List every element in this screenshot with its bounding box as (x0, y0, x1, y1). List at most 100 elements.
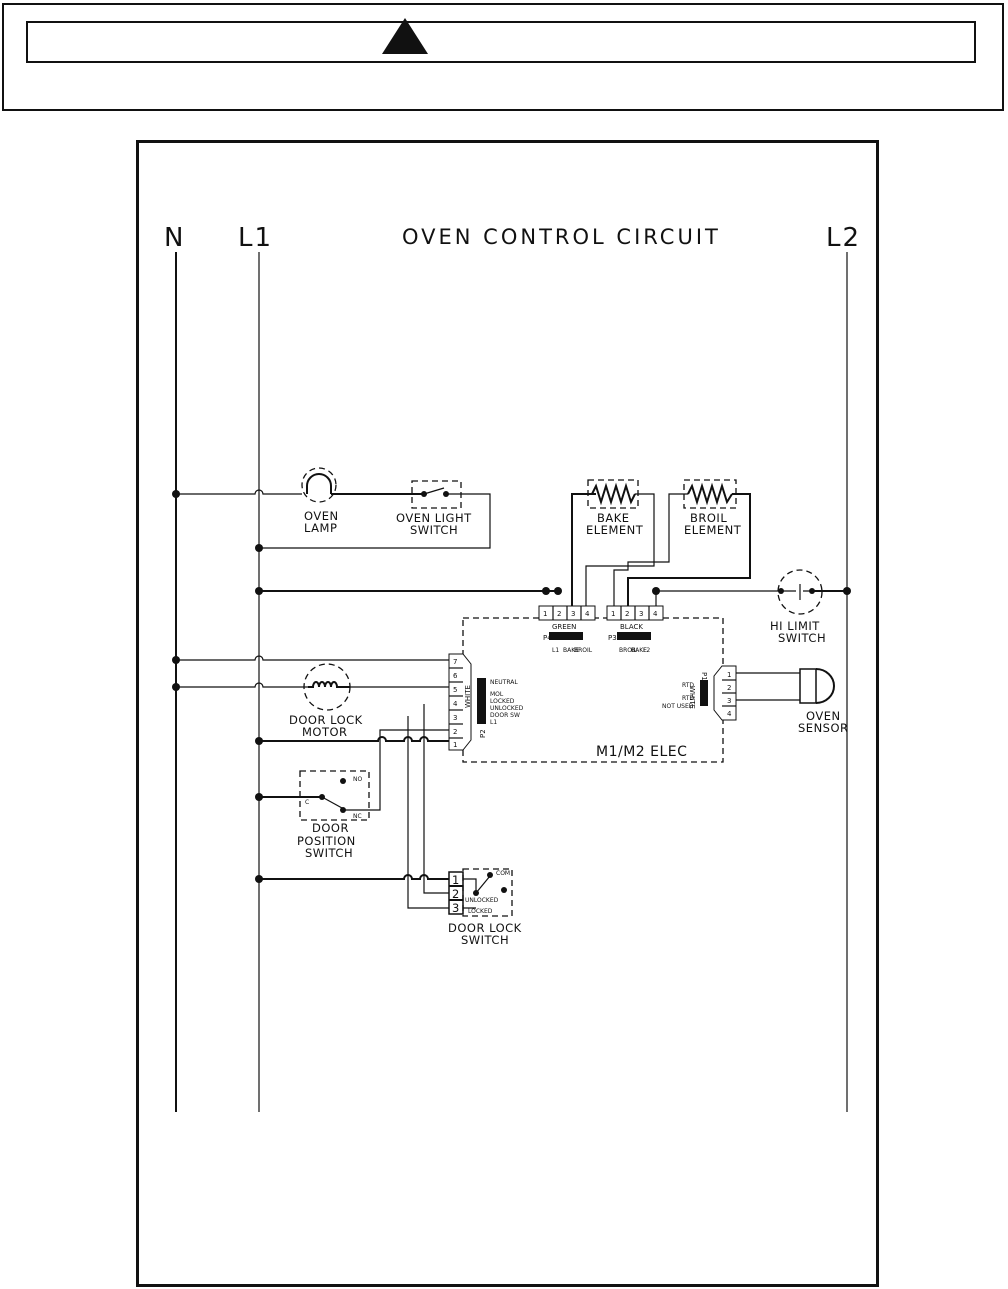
bake-element-label-2: ELEMENT (586, 523, 644, 537)
door-lock-pin-1: 1 (452, 873, 460, 887)
door-lock-com: COM (496, 870, 510, 877)
warning-banner (2, 3, 1004, 111)
p3-color: BLACK (620, 623, 643, 631)
door-position-label-2: POSITION (297, 834, 356, 848)
p2-func-l1: L1 (490, 719, 497, 726)
oven-lamp-icon (306, 473, 332, 494)
door-position-c: C (305, 799, 309, 806)
p3-pin-1: 1 (611, 610, 615, 618)
broil-element-label-1: BROIL (690, 511, 727, 525)
p2-pin-1: 1 (453, 741, 457, 749)
p1-id: P1 (700, 672, 708, 681)
p1-func-rtd-1: RTD (682, 682, 694, 689)
p4-func-2: BAKE (563, 647, 579, 654)
p3-func-1: BROIL (619, 647, 638, 654)
diagram-frame (136, 140, 879, 1287)
connector-p2: 7 6 5 4 3 2 1 WHITE P2 NEUTRAL MOL LOCKE… (448, 653, 524, 751)
p1-color: WHITE (688, 686, 696, 709)
p4-pin-3: 3 (571, 610, 575, 618)
oven-lamp-outline (301, 467, 337, 503)
oven-light-switch-label-2: SWITCH (410, 523, 458, 537)
oven-sensor-label-1: OVEN (806, 709, 841, 723)
warning-bar (26, 21, 976, 63)
p4-func-3: BROIL (574, 647, 593, 654)
oven-sensor-icon (799, 668, 817, 704)
p2-pin-5: 5 (453, 686, 457, 694)
p1-pin-1: 1 (727, 671, 731, 679)
connector-p4: 1 2 3 4 GREEN P4 L1 BAKE BROIL (538, 605, 596, 654)
p4-id: P4 (543, 634, 552, 642)
door-position-switch-outline (299, 770, 370, 821)
door-position-label-3: SWITCH (305, 846, 353, 860)
p1-pin-3: 3 (727, 697, 731, 705)
p1-func-rtd-2: RTD (682, 695, 694, 702)
door-position-switch (255, 729, 449, 821)
oven-light-switch-label-1: OVEN LIGHT (396, 511, 472, 525)
p4-pin-2: 2 (557, 610, 561, 618)
p2-pin-2: 2 (453, 728, 457, 736)
door-lock-motor-label-2: MOTOR (302, 725, 348, 739)
door-lock-switch-label-2: SWITCH (461, 933, 509, 947)
oven-sensor (736, 668, 835, 704)
hi-limit-switch-label-1: HI LIMIT (770, 619, 820, 633)
door-lock-switch-outline (462, 868, 513, 917)
hi-limit-switch-label-2: SWITCH (778, 631, 826, 645)
bus-label-l2: L2 (826, 223, 861, 253)
p2-pin-4: 4 (453, 700, 458, 708)
diagram-title: OVEN CONTROL CIRCUIT (402, 225, 721, 249)
door-position-no: NO (353, 776, 362, 783)
control-board-outline (462, 617, 724, 763)
p3-func-2: BAKE (631, 647, 647, 654)
p3-pin-2: 2 (625, 610, 629, 618)
p3-pin-3: 3 (639, 610, 643, 618)
hi-limit-switch-outline (777, 569, 823, 615)
p2-pin-7: 7 (453, 658, 457, 666)
door-lock-pin-2: 2 (452, 887, 460, 901)
p1-func-not-used: NOT USED (662, 703, 694, 710)
bus-label-n: N (164, 223, 185, 253)
p1-pin-4: 4 (727, 710, 732, 718)
door-lock-switch: 1 2 3 (255, 704, 513, 917)
door-lock-switch-label-1: DOOR LOCK (448, 921, 522, 935)
p2-func-neutral: NEUTRAL (490, 679, 518, 686)
door-lock-motor-circuit (172, 655, 449, 711)
broil-element-icon (687, 482, 733, 506)
control-board-label: M1/M2 ELEC (596, 744, 687, 760)
p2-color: WHITE (464, 685, 472, 708)
door-position-nc: NC (353, 813, 362, 820)
l1-p2-wire (259, 736, 449, 742)
oven-sensor-label-2: SENSOR (798, 721, 849, 735)
p4-func-1: L1 (552, 647, 559, 654)
p4-color: GREEN (552, 623, 576, 631)
oven-lamp-circuit (172, 467, 491, 552)
door-position-label-1: DOOR (312, 821, 349, 835)
door-lock-pin-3: 3 (452, 901, 460, 915)
p2-func-locked: LOCKED (490, 698, 515, 705)
broil-element-label-2: ELEMENT (684, 523, 742, 537)
door-lock-locked: LOCKED (468, 908, 493, 915)
element-wiring (255, 479, 851, 615)
door-lock-unlocked: UNLOCKED (465, 897, 499, 904)
oven-lamp-label-1: OVEN (304, 509, 339, 523)
p3-pin-4: 4 (653, 610, 658, 618)
p2-pin-3: 3 (453, 714, 457, 722)
door-lock-motor-label-1: DOOR LOCK (289, 713, 363, 727)
warning-triangle-icon (382, 18, 428, 54)
connector-p1: 1 2 3 4 WHITE P1 RTD RTD NOT USED (662, 665, 737, 721)
bake-element-label-1: BAKE (597, 511, 630, 525)
p3-func-3: L2 (643, 647, 650, 654)
p2-func-door-sw: DOOR SW (490, 712, 520, 719)
connector-p3: 1 2 3 4 BLACK P3 BROIL BAKE L2 (606, 605, 664, 654)
p1-pin-2: 2 (727, 684, 731, 692)
bus-label-l1: L1 (238, 223, 273, 253)
hi-limit-switch-icon (781, 584, 812, 600)
p2-func-unlocked: UNLOCKED (490, 705, 524, 712)
p2-func-mol: MOL (490, 691, 504, 698)
p2-id: P2 (479, 729, 487, 738)
oven-lamp-label-2: LAMP (304, 521, 337, 535)
p4-pin-4: 4 (585, 610, 590, 618)
p2-pin-6: 6 (453, 672, 458, 680)
bake-element-icon (591, 482, 636, 506)
p4-pin-1: 1 (543, 610, 547, 618)
